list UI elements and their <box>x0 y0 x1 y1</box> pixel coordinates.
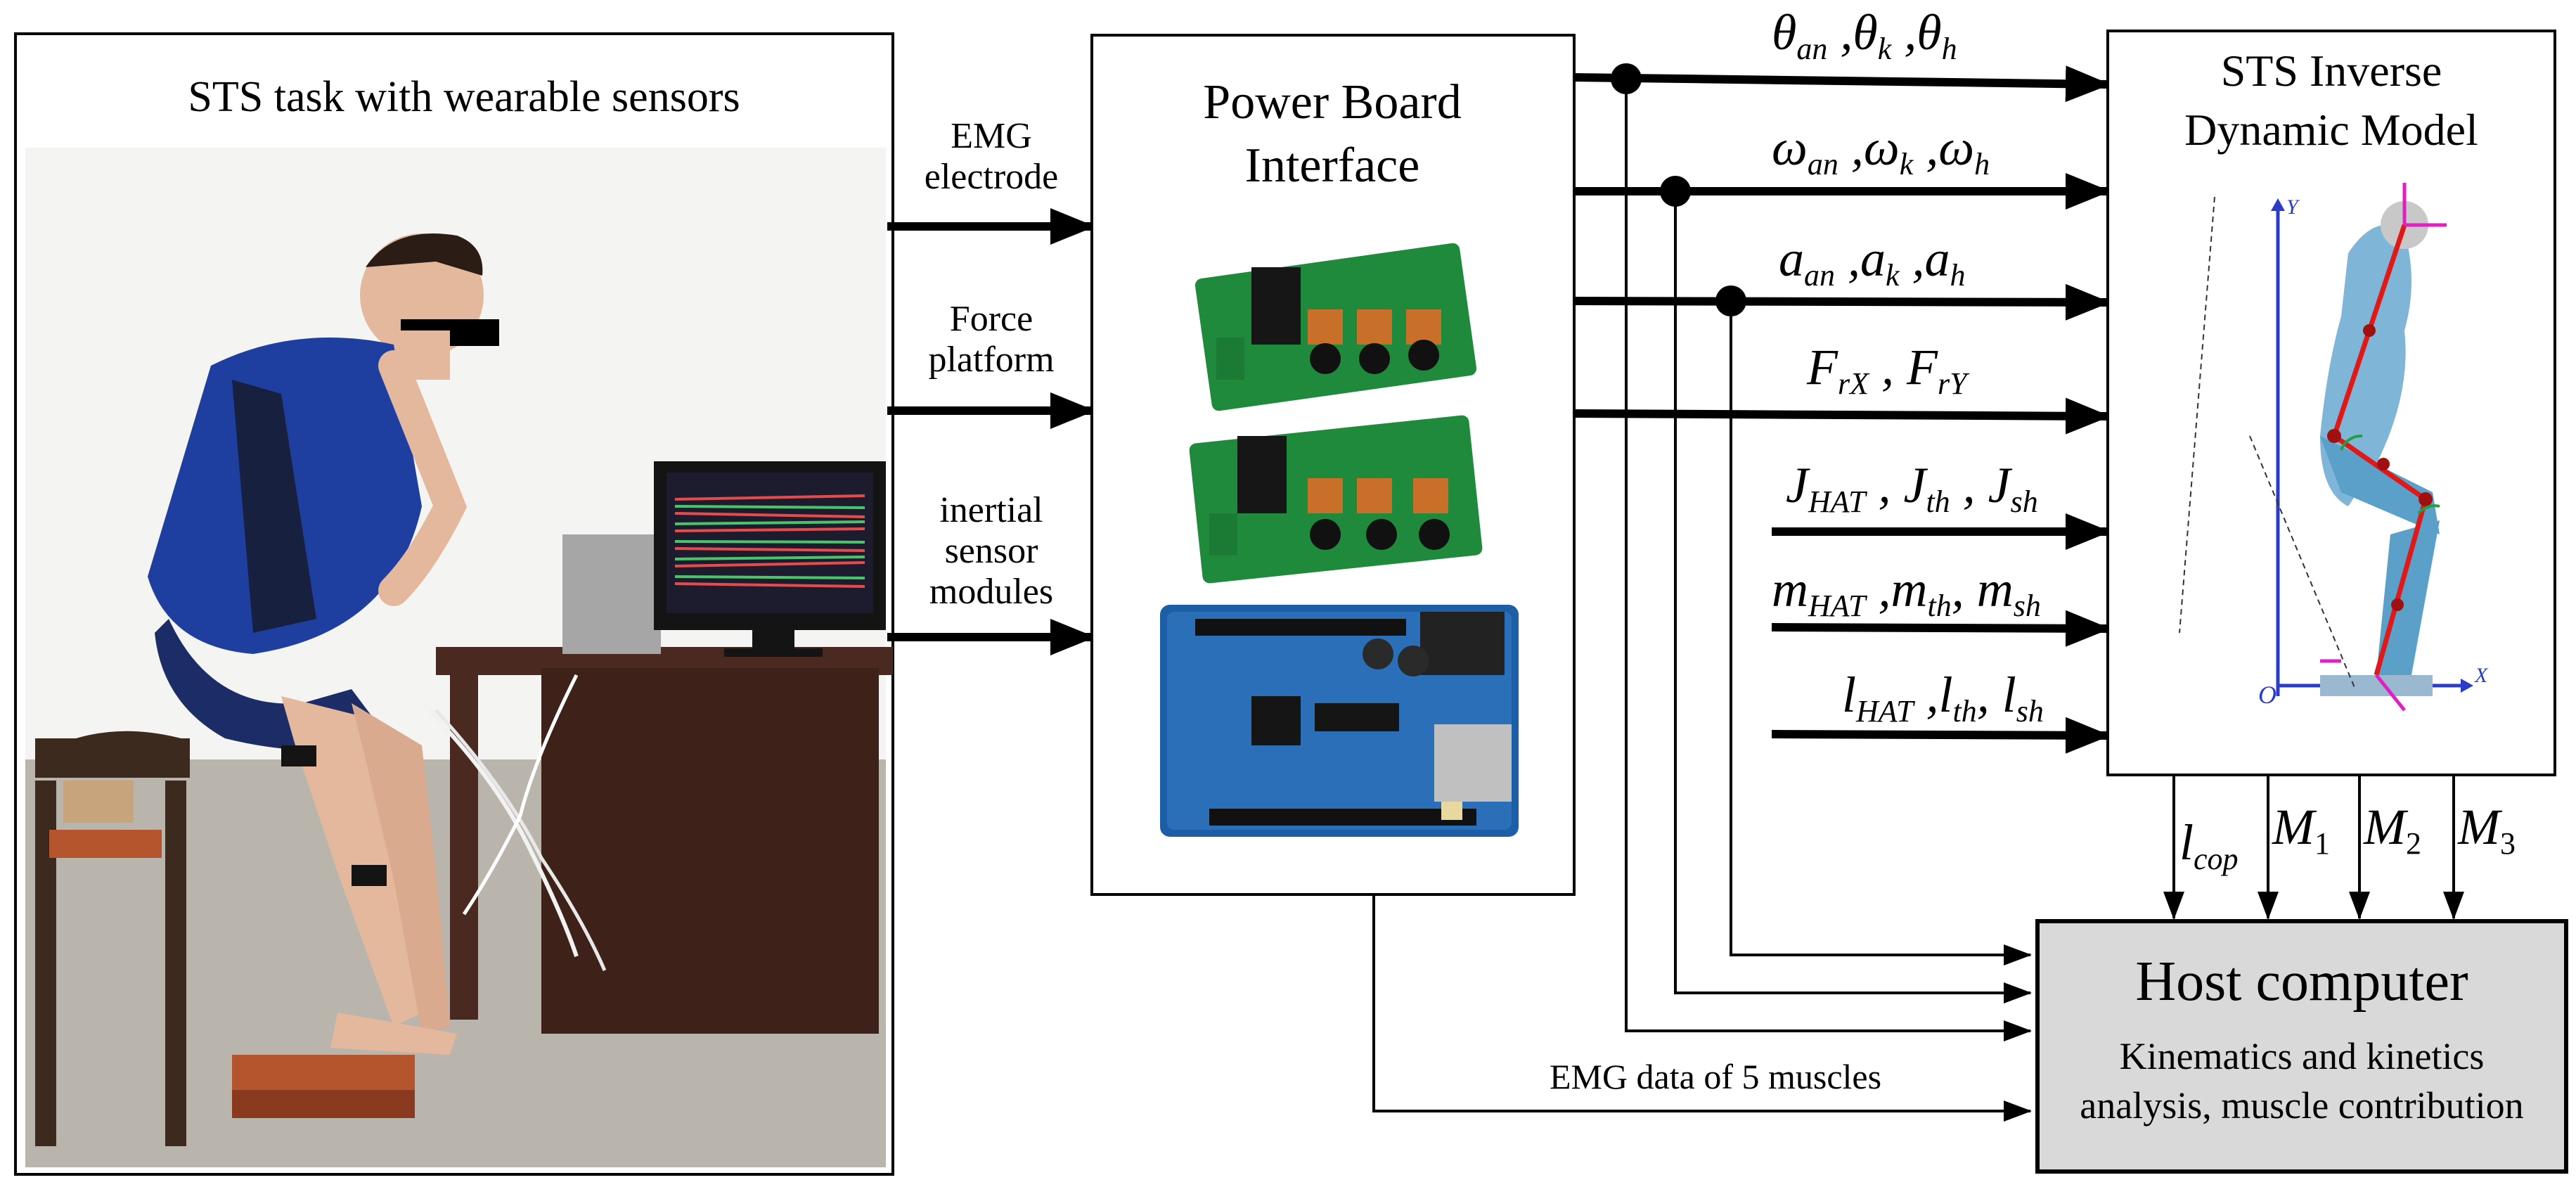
host-computer-line2: analysis, muscle contribution <box>2080 1084 2523 1127</box>
angles-arrow <box>1573 65 2111 103</box>
accelerations-arrow <box>1573 283 2111 321</box>
imu-label-line1: inertial <box>939 490 1043 530</box>
angles-label: θan ,θk ,θh <box>1772 4 1957 66</box>
cop-label: lcop <box>2179 814 2239 876</box>
accelerations-label: aan ,ak ,ah <box>1779 231 1966 293</box>
sts-task-panel: STS task with wearable sensors <box>14 32 894 1176</box>
arduino-board <box>1160 605 1519 837</box>
host-computer-title: Host computer <box>2135 951 2468 1013</box>
emg-label-line1: EMG <box>951 116 1032 156</box>
m1-label: M1 <box>2272 799 2330 861</box>
svg-text:Y: Y <box>2286 195 2300 219</box>
masses-arrow <box>1771 610 2111 647</box>
biomechanical-model-figure: Y X O <box>2179 183 2489 712</box>
emg-data-line <box>1372 894 2032 1122</box>
chair <box>35 731 190 1146</box>
host-computer: Host computer Kinematics and kinetics an… <box>2035 919 2568 1174</box>
power-board-title-line1: Power Board <box>1203 75 1461 129</box>
desk <box>436 534 893 1034</box>
model-title-line1: STS Inverse <box>2221 46 2442 96</box>
imu-label-line2: sensor <box>945 531 1038 571</box>
signal-lines: EMG data of 5 muscles <box>1372 63 2111 1122</box>
model-title-line2: Dynamic Model <box>2184 105 2478 155</box>
model-outputs: lcop M1 M2 M3 <box>2163 775 2516 920</box>
power-board-panel: Power Board Interface <box>1090 34 1576 896</box>
forces-label: FrX , FrY <box>1806 339 1970 401</box>
m2-label: M2 <box>2363 799 2421 861</box>
svg-text:O: O <box>2258 681 2276 709</box>
sts-panel-title: STS task with wearable sensors <box>188 73 740 121</box>
person <box>148 233 607 1055</box>
monitor <box>654 461 886 657</box>
svg-text:X: X <box>2474 664 2489 687</box>
force-platform <box>49 830 415 1118</box>
host-computer-box <box>2035 919 2568 1174</box>
amplifier-board-1 <box>1194 243 1477 411</box>
lengths-label: lHAT ,lth, lsh <box>1842 667 2044 729</box>
sts-photo <box>25 148 893 1167</box>
force-label-line2: platform <box>928 340 1054 380</box>
force-label-line1: Force <box>950 299 1033 339</box>
forces-arrow <box>1573 397 2111 435</box>
lengths-arrow <box>1771 717 2111 754</box>
host-computer-line1: Kinematics and kinetics <box>2120 1035 2485 1077</box>
m3-label: M3 <box>2457 799 2516 861</box>
velocities-branch <box>1674 191 2032 1003</box>
model-panel: STS Inverse Dynamic Model Y X O <box>2106 30 2556 776</box>
power-board-title-line2: Interface <box>1245 139 1420 193</box>
masses-label: mHAT ,mth, msh <box>1772 561 2041 623</box>
input-signals: EMG electrode Force platform inertial se… <box>887 116 1095 655</box>
emg-label-line2: electrode <box>925 157 1059 197</box>
angles-branch <box>1625 79 2032 1041</box>
amplifier-board-2 <box>1189 415 1483 584</box>
emg-data-label: EMG data of 5 muscles <box>1550 1057 1881 1096</box>
imu-label-line3: modules <box>929 572 1053 612</box>
velocities-label: ωan ,ωk ,ωh <box>1772 120 1990 181</box>
inertias-label: JHAT , Jth , Jsh <box>1786 457 2038 519</box>
signal-labels: θan ,θk ,θh ωan ,ωk ,ωh aan ,ak ,ah FrX … <box>1772 4 2044 729</box>
accelerations-branch <box>1730 301 2032 965</box>
